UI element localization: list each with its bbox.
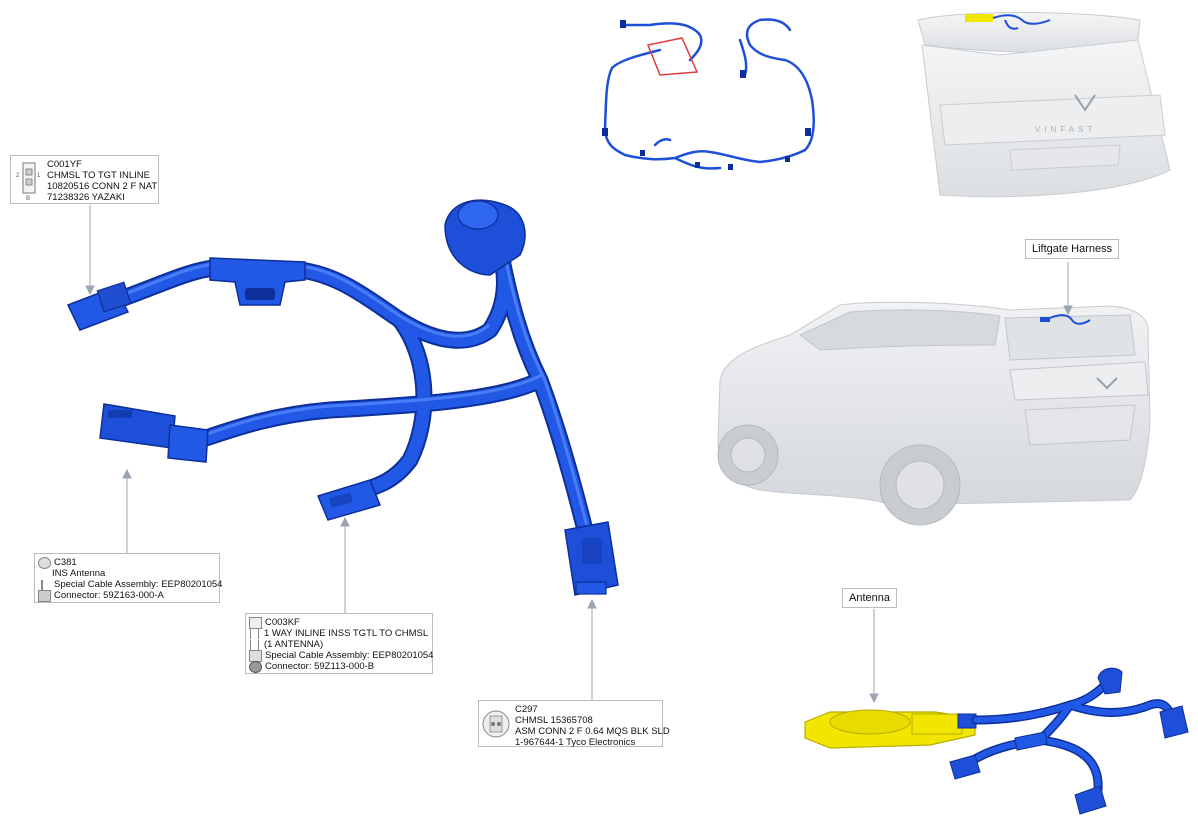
callout-line: Connector: 59Z163-000-A [54,590,164,601]
antenna-harness [960,675,1177,795]
antenna-connectors [949,667,1189,815]
callout-line: (1 ANTENNA) [264,639,324,650]
liftgate-leader [1063,262,1073,316]
callout-line: Special Cable Assembly: EEP80201054 [54,579,223,590]
antenna-leader [869,609,879,704]
connector-c001yf [66,281,132,331]
harness-boot [444,199,526,276]
connector-thumbnail: 2 1 B [11,156,45,203]
harness-bracket [209,257,306,306]
callout-line: 1 WAY INLINE INSS TGTL TO CHMSL [264,628,429,639]
callout-line: CHMSL TO TGT INLINE [47,170,150,181]
connector-c297-icon [482,710,510,737]
cable-icon [249,649,262,662]
plug-icon [249,660,262,673]
callout-line: Special Cable Assembly: EEP80201054 [265,650,434,661]
connector-c381-icon [38,556,51,569]
callout-line: 71238326 YAZAKI [47,192,125,203]
callout-c003kf: C003KF 1 WAY INLINE INSS TGTL TO CHMSL (… [245,613,433,674]
callout-line: ASM CONN 2 F 0.64 MQS BLK SLD [515,726,670,737]
connector-c001yf-icon: 2 1 B [16,162,41,202]
liftgate-brand-text: VINFAST [1035,125,1096,134]
liftgate-harness-label: Liftgate Harness [1025,239,1120,259]
callout-line: C297 [515,704,538,715]
pin-label-1: 1 [37,173,41,179]
cable-icon [41,579,48,590]
connector-c003kf [316,479,382,521]
connector-thumbnail [479,701,513,746]
connector-c297 [564,521,619,596]
pin-label-b: B [26,196,30,202]
callout-line: CHMSL 15365708 [515,715,593,726]
callout-line: C381 [54,557,77,568]
callout-line: Connector: 59Z113-000-B [265,661,375,672]
antenna-render [804,709,977,749]
callout-line: 10820516 CONN 2 F NAT [47,181,158,192]
main-harness [109,241,594,539]
callout-line: 1-967644-1 Tyco Electronics [515,737,636,748]
highlight-box [646,37,699,76]
pin-label-2: 2 [16,173,20,179]
leader-lines [85,205,597,700]
vehicle-render [717,301,1151,526]
connector-c003kf-icon [249,616,262,629]
harness-overview-nubs [602,20,811,170]
callout-c381: C381 INS Antenna Special Cable Assembly:… [34,553,223,603]
callout-c001yf: 2 1 B C001YF CHMSL TO TGT INLINE 1082051… [10,155,159,204]
callout-c297: C297 CHMSL 15365708 ASM CONN 2 F 0.64 MQ… [478,700,670,748]
callout-line: C003KF [265,617,300,628]
liftgate-render: VINFAST [917,12,1171,198]
antenna-label: Antenna [842,588,897,608]
callout-line: C001YF [47,159,82,170]
plug-icon [38,589,51,602]
connector-c381 [99,403,209,463]
harness-overview [603,18,815,170]
callout-line: INS Antenna [52,568,106,579]
